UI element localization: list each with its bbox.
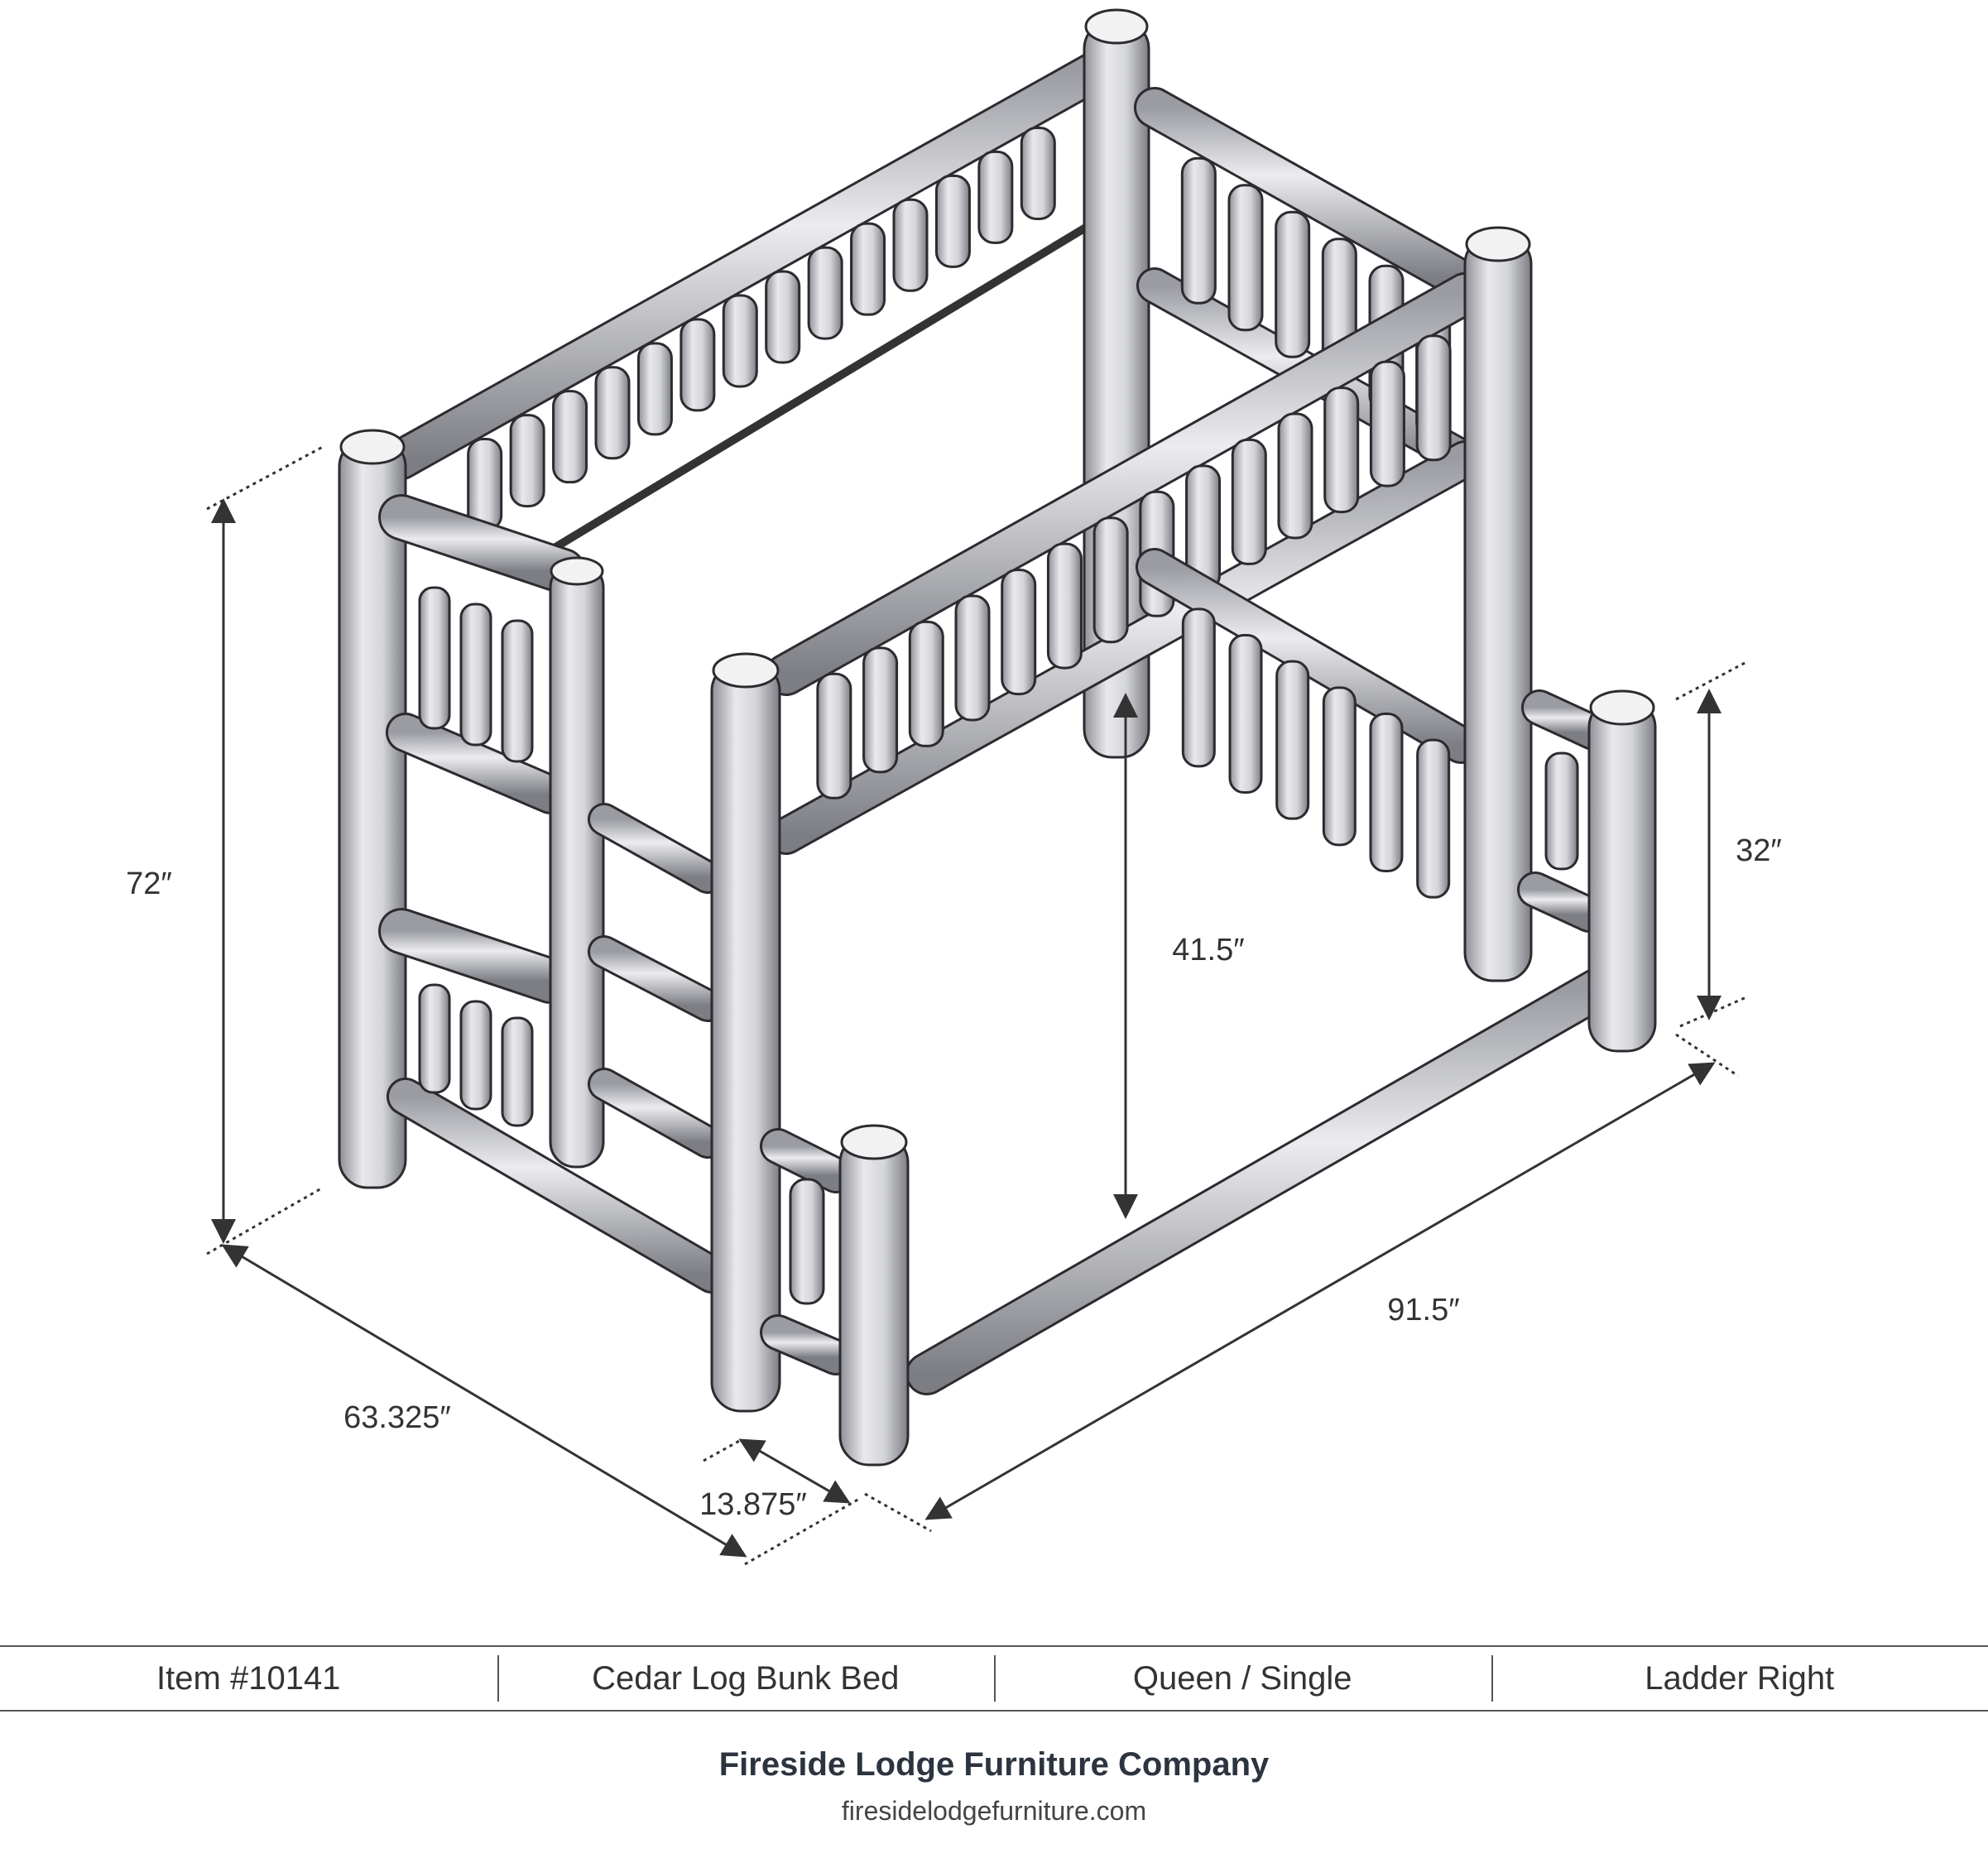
log-spindle [1277,412,1313,540]
log-spindle [1231,438,1267,565]
log-spindle [892,198,929,292]
log-spindle [636,342,673,436]
log-spindle [722,294,758,388]
log-spindle [954,594,991,722]
log-spindle [816,672,852,799]
log-spindle [501,1016,534,1127]
log-spindle [1416,738,1451,899]
spec-product-name: Cedar Log Bunk Bed [497,1647,995,1710]
log-spindle [467,438,503,532]
spec-bar: Item #10141 Cedar Log Bunk Bed Queen / S… [0,1645,1988,1712]
log-spindle [850,222,886,316]
log-spindle [1180,156,1217,305]
log-spindle [1001,569,1037,696]
dim-end-rail-height: 32″ [1736,833,1782,868]
log-spindle [459,603,492,747]
log-spindle [1322,686,1357,847]
bed-frame [338,8,1657,1467]
spec-ladder-side: Ladder Right [1491,1647,1988,1710]
log-spindle [908,620,944,747]
dim-overall-height: 72″ [126,867,172,901]
log-spindle [594,366,631,460]
log-spindle [862,646,899,774]
log-spindle [765,270,801,364]
log-spindle [1227,184,1264,332]
log-spindle [1092,516,1129,644]
company-name: Fireside Lodge Furniture Company [718,1746,1270,1783]
spec-item-number: Item #10141 [156,1659,341,1697]
dim-bunk-clearance: 41.5″ [1172,933,1244,967]
dim-ladder-offset: 13.875″ [699,1487,807,1522]
log-spindle [418,586,451,730]
company-url[interactable]: firesidelodgefurniture.com [841,1796,1147,1826]
log-spindle [459,1000,492,1111]
log-spindle [977,150,1014,244]
log-spindle [1415,334,1452,462]
log-spindle [418,983,451,1094]
log-spindle [1020,126,1056,220]
log-spindle [934,174,971,268]
log-spindle [1369,713,1404,872]
log-spindle [552,390,588,484]
spec-bed-size: Queen / Single [994,1647,1491,1710]
log-spindle [1046,542,1083,670]
log-spindle [679,318,716,412]
log-spindle [1181,607,1216,768]
log-spindle [1369,360,1405,487]
log-spindle [1275,210,1311,358]
dimension-lines [206,445,1747,1566]
log-spindle [1228,634,1263,794]
log-spindle [509,414,545,508]
dimension-labels: 72″ 63.325″ 13.875″ 41.5″ 91.5″ 32″ [126,833,1782,1522]
log-spindle [1323,386,1360,514]
log-spindle [1275,660,1310,820]
dim-width: 63.325″ [343,1400,451,1435]
log-spindle [807,246,843,340]
log-spindle [501,619,534,763]
dim-length: 91.5″ [1387,1293,1459,1327]
